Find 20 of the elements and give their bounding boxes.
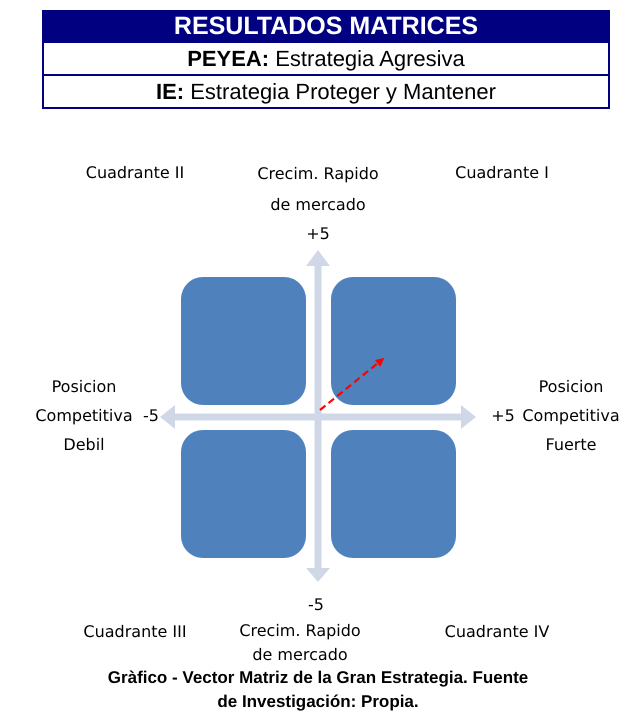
axis-tick: +5 [491,405,515,427]
table-row: PEYEA: Estrategia Agresiva [42,43,610,76]
table-header: RESULTADOS MATRICES [42,10,610,43]
quadrant-box [181,430,306,558]
quadrant-box [331,277,456,405]
quadrant-box [181,277,306,405]
table-row: IE: Estrategia Proteger y Mantener [42,76,610,109]
axis-label: Posicion Competitiva Fuerte [521,376,621,456]
axis-label: Posicion Competitiva Debil [34,376,134,456]
axis-tick: +5 [306,223,330,245]
figure-caption: Gràfico - Vector Matriz de la Gran Estrategia. Fuente de Investigación: Propia. [106,667,530,713]
quadrant-label: Cuadrante IV [444,621,550,643]
axis-tick: -5 [308,594,324,616]
quadrant-box [331,430,456,558]
axis-label: Crecim. Rapido de mercado [256,163,380,216]
quadrant-label: Cuadrante III [83,621,187,643]
quadrant-label: Cuadrante I [455,162,549,184]
axis-label: Crecim. Rapido de mercado [238,620,362,666]
axis-tick: -5 [143,405,159,427]
quadrant-label: Cuadrante II [86,162,184,184]
